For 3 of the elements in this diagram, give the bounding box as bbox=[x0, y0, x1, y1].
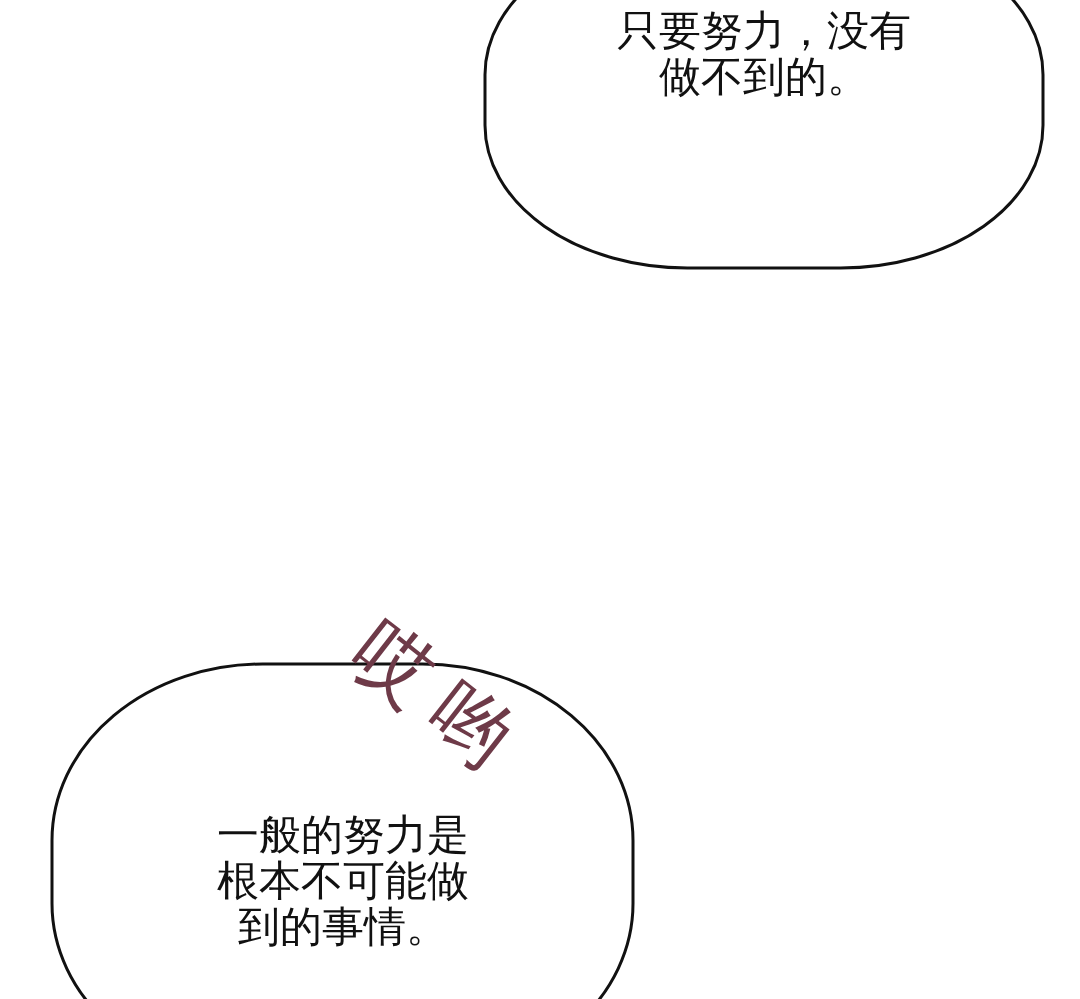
sound-effect-text: 哎哟 bbox=[334, 603, 547, 799]
speech-text: 只要努力，没有做不到的。 bbox=[616, 8, 912, 100]
speech-text: 一般的努力是根本不可能做到的事情。 bbox=[215, 812, 470, 950]
